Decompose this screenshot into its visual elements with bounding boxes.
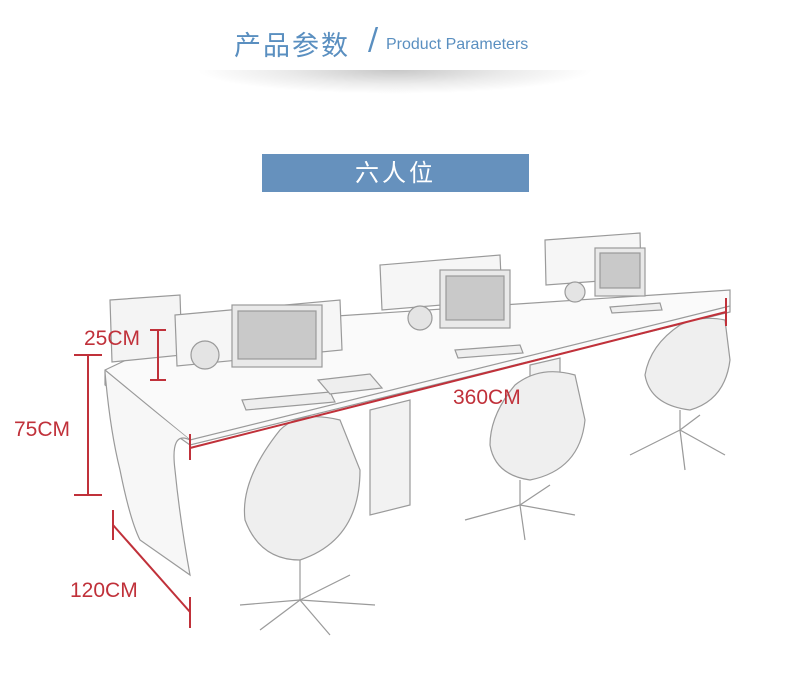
dim-line-width <box>189 311 727 449</box>
dim-label-width: 360CM <box>453 386 521 409</box>
dim-line-depth <box>112 524 191 613</box>
dimension-lines <box>74 298 727 628</box>
title-separator: / <box>368 22 379 57</box>
dim-label-depth: 120CM <box>70 579 138 602</box>
section-title-en: Product Parameters <box>386 36 529 53</box>
section-title-cn: 产品参数 <box>234 31 350 62</box>
header-shadow <box>195 70 595 94</box>
dim-label-desk-height: 75CM <box>14 418 71 441</box>
product-variant-badge: 六人位 <box>262 154 529 192</box>
dim-label-screen-height: 25CM <box>84 327 141 350</box>
chair-middle <box>464 371 586 541</box>
chair-right <box>629 317 731 471</box>
desk-sketch <box>104 232 731 636</box>
chair-front <box>239 416 376 636</box>
page-header: 产品参数 / Product Parameters <box>0 0 790 110</box>
